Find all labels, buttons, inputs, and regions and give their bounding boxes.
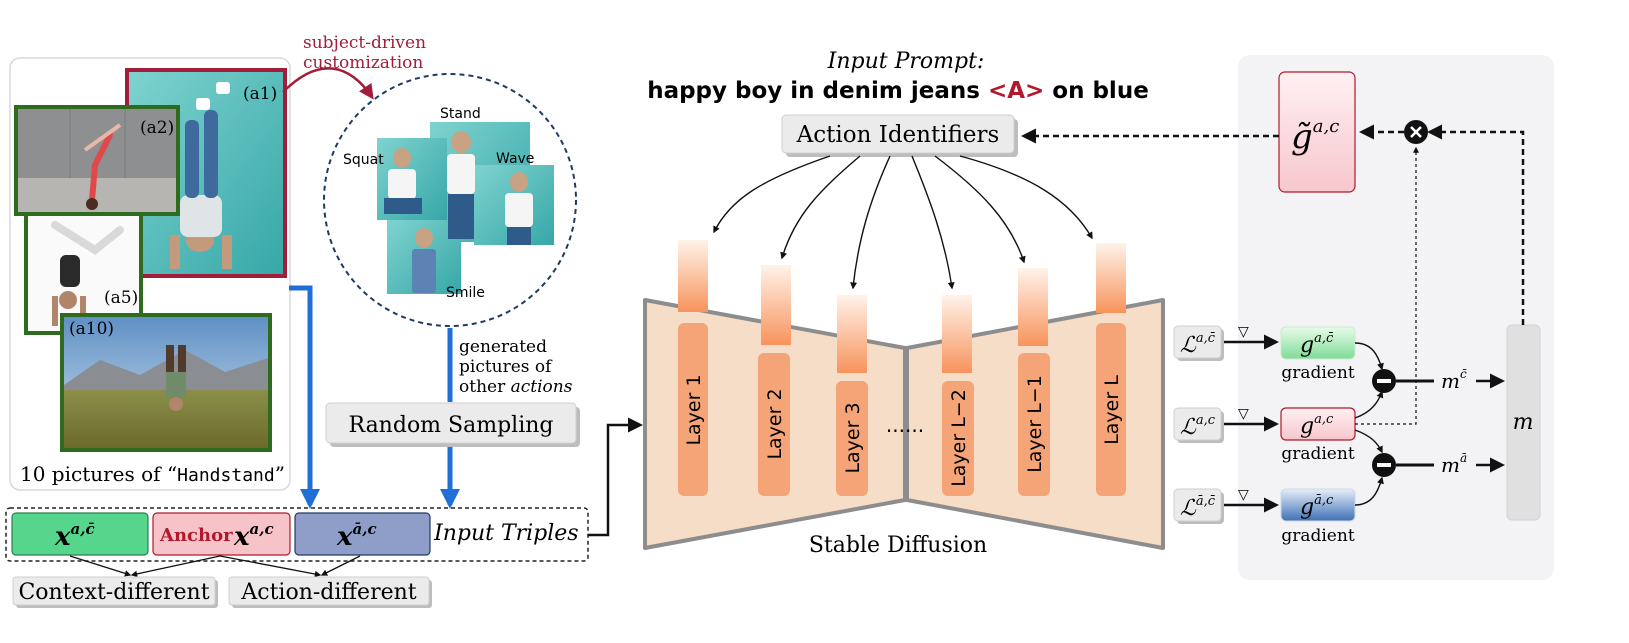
layer-l: Layer L xyxy=(1096,323,1126,496)
subject-driven-label: customization xyxy=(303,53,423,73)
negative-math: xā,c xyxy=(336,520,377,552)
random-sampling-box xyxy=(325,402,577,444)
nabla: ▽ xyxy=(1238,406,1249,422)
context-arrow xyxy=(130,555,221,578)
positive-sample xyxy=(11,512,149,556)
identifier-arrows xyxy=(713,155,1093,290)
stable-diffusion-label: Stable Diffusion xyxy=(809,533,987,558)
prompt-heading: Input Prompt: xyxy=(827,49,985,74)
subject-driven-label: subject-driven xyxy=(303,33,426,53)
nabla: ▽ xyxy=(1238,487,1249,503)
random-sampling-label: Random Sampling xyxy=(349,413,554,438)
context-arrow xyxy=(69,555,132,577)
action-arrow xyxy=(219,555,322,578)
multiply-circle-icon xyxy=(1404,120,1428,144)
gradient-label: gradient xyxy=(1281,444,1354,464)
action-different-box xyxy=(228,576,430,606)
action-different-label: Action-different xyxy=(240,580,416,605)
photo-tag: (a2) xyxy=(140,118,174,138)
svg-text:Layer 1: Layer 1 xyxy=(683,374,705,445)
photo-caption: 10 pictures of “Handstand” xyxy=(20,462,285,486)
layer-1: Layer 1 xyxy=(678,323,708,496)
loss-positive: ℒa,c̄ xyxy=(1180,331,1216,358)
pose-label: Stand xyxy=(440,106,481,122)
prompt-text: happy boy in denim jeans <A> on blue xyxy=(647,78,1149,104)
svg-text:Layer L−2: Layer L−2 xyxy=(948,389,970,487)
negative-sample xyxy=(294,512,431,556)
pose-label: Smile xyxy=(446,285,485,301)
layer-l-1: Layer L−1 xyxy=(1018,353,1050,496)
g-tilde-box xyxy=(1278,71,1356,193)
photo-a1 xyxy=(125,68,287,278)
context-different-label: Context-different xyxy=(18,580,209,605)
loss-anchor: ℒa,c xyxy=(1180,413,1216,440)
generated-note: other actions xyxy=(459,377,573,397)
minus-circle-icon xyxy=(1372,453,1396,477)
pose-label: Squat xyxy=(343,152,384,168)
photo-a2 xyxy=(14,105,180,216)
g-to-minus-arrow xyxy=(1354,390,1384,419)
photo-tag: (a1) xyxy=(243,84,277,104)
nabla: ▽ xyxy=(1238,324,1249,340)
positive-math: xa,c̄ xyxy=(54,520,95,552)
action-identifiers-box xyxy=(781,114,1015,154)
g-to-multiply-dashed xyxy=(1355,146,1419,425)
generated-note: generated xyxy=(459,337,547,357)
svg-text:Layer L−1: Layer L−1 xyxy=(1024,375,1046,473)
photo-a10 xyxy=(60,313,272,452)
g-positive: ga,c̄ xyxy=(1300,331,1334,358)
g-tilde: g̃a,c xyxy=(1291,116,1339,157)
svg-text:Layer L: Layer L xyxy=(1101,375,1123,445)
input-triples-label: Input Triples xyxy=(433,521,579,546)
g-to-minus-arrow xyxy=(1354,476,1384,506)
anchor-word: Anchor xyxy=(159,525,233,546)
loss-negative: ℒā,c̄ xyxy=(1180,494,1216,521)
m-action: mā xyxy=(1441,451,1467,477)
pose-label: Wave xyxy=(496,151,534,167)
action-identifiers-label: Action Identifiers xyxy=(796,122,1000,148)
layer-stems xyxy=(678,240,1126,373)
g-to-minus-arrow xyxy=(1354,429,1383,454)
photo-tag: (a10) xyxy=(69,319,114,339)
context-different-box xyxy=(12,576,216,606)
generated-note: pictures of xyxy=(459,357,553,377)
loss-anchor-box xyxy=(1173,407,1222,441)
layer-3: Layer 3 xyxy=(836,381,868,496)
gradient-label: gradient xyxy=(1281,526,1354,546)
subject-driven-arrow xyxy=(282,67,374,100)
layers-ellipsis: ...... xyxy=(886,413,924,437)
anchor-math: xa,c xyxy=(233,520,274,552)
mask-label: m xyxy=(1513,410,1534,435)
gradient-label: gradient xyxy=(1281,363,1354,383)
action-arrow xyxy=(320,555,361,576)
layer-2: Layer 2 xyxy=(758,353,790,496)
anchor-sample xyxy=(152,512,291,556)
loss-positive-box xyxy=(1173,325,1222,359)
g-anchor: ga,c xyxy=(1300,412,1334,439)
minus-circle-icon xyxy=(1372,369,1396,393)
layer-l-2: Layer L−2 xyxy=(942,381,974,496)
blue-arrow-anchor xyxy=(289,285,320,509)
mask-to-multiply-dashed xyxy=(1427,124,1525,325)
svg-text:Layer 3: Layer 3 xyxy=(842,402,864,473)
g-to-minus-arrow xyxy=(1354,342,1384,371)
generated-pose-photos xyxy=(377,122,554,294)
triples-to-sd-arrow xyxy=(588,417,643,537)
loss-negative-box xyxy=(1173,488,1222,522)
svg-text:Layer 2: Layer 2 xyxy=(764,388,786,459)
photo-tag: (a5) xyxy=(104,288,138,308)
g-negative: gā,c xyxy=(1300,493,1334,520)
m-context: mc̄ xyxy=(1441,367,1467,393)
